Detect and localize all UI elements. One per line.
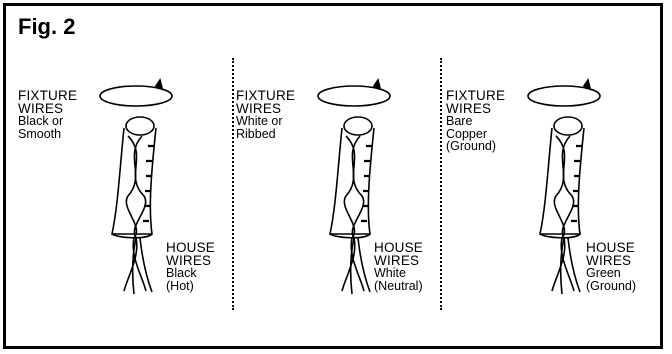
fixture-wires-label: FIXTURE WIRES White or Ribbed (236, 88, 296, 141)
wire-nut-illustration (527, 78, 601, 295)
house-wires-label: HOUSE WIRES Green (Ground) (586, 240, 637, 293)
house-wires-label: HOUSE WIRES White (Neutral) (374, 240, 424, 293)
panel-divider-1 (232, 58, 234, 310)
wire-panel-hot: FIXTURE WIRES Black or Smooth HOUSE WIRE… (18, 66, 228, 326)
panel-divider-2 (440, 58, 442, 310)
figure-title: Fig. 2 (18, 14, 76, 39)
fixture-wires-label: FIXTURE WIRES Bare Copper (Ground) (446, 88, 506, 153)
wire-nut-illustration (317, 78, 391, 295)
house-wires-label: HOUSE WIRES Black (Hot) (166, 240, 216, 293)
wire-nut-illustration (99, 78, 173, 295)
wire-panel-ground: FIXTURE WIRES Bare Copper (Ground) HOUSE… (446, 66, 656, 326)
figure-frame: Fig. 2 FIXTURE WIRES Black or Smooth (3, 3, 663, 349)
fixture-wires-label: FIXTURE WIRES Black or Smooth (18, 88, 78, 141)
wire-panel-neutral: FIXTURE WIRES White or Ribbed HOUSE WIRE… (236, 66, 446, 326)
